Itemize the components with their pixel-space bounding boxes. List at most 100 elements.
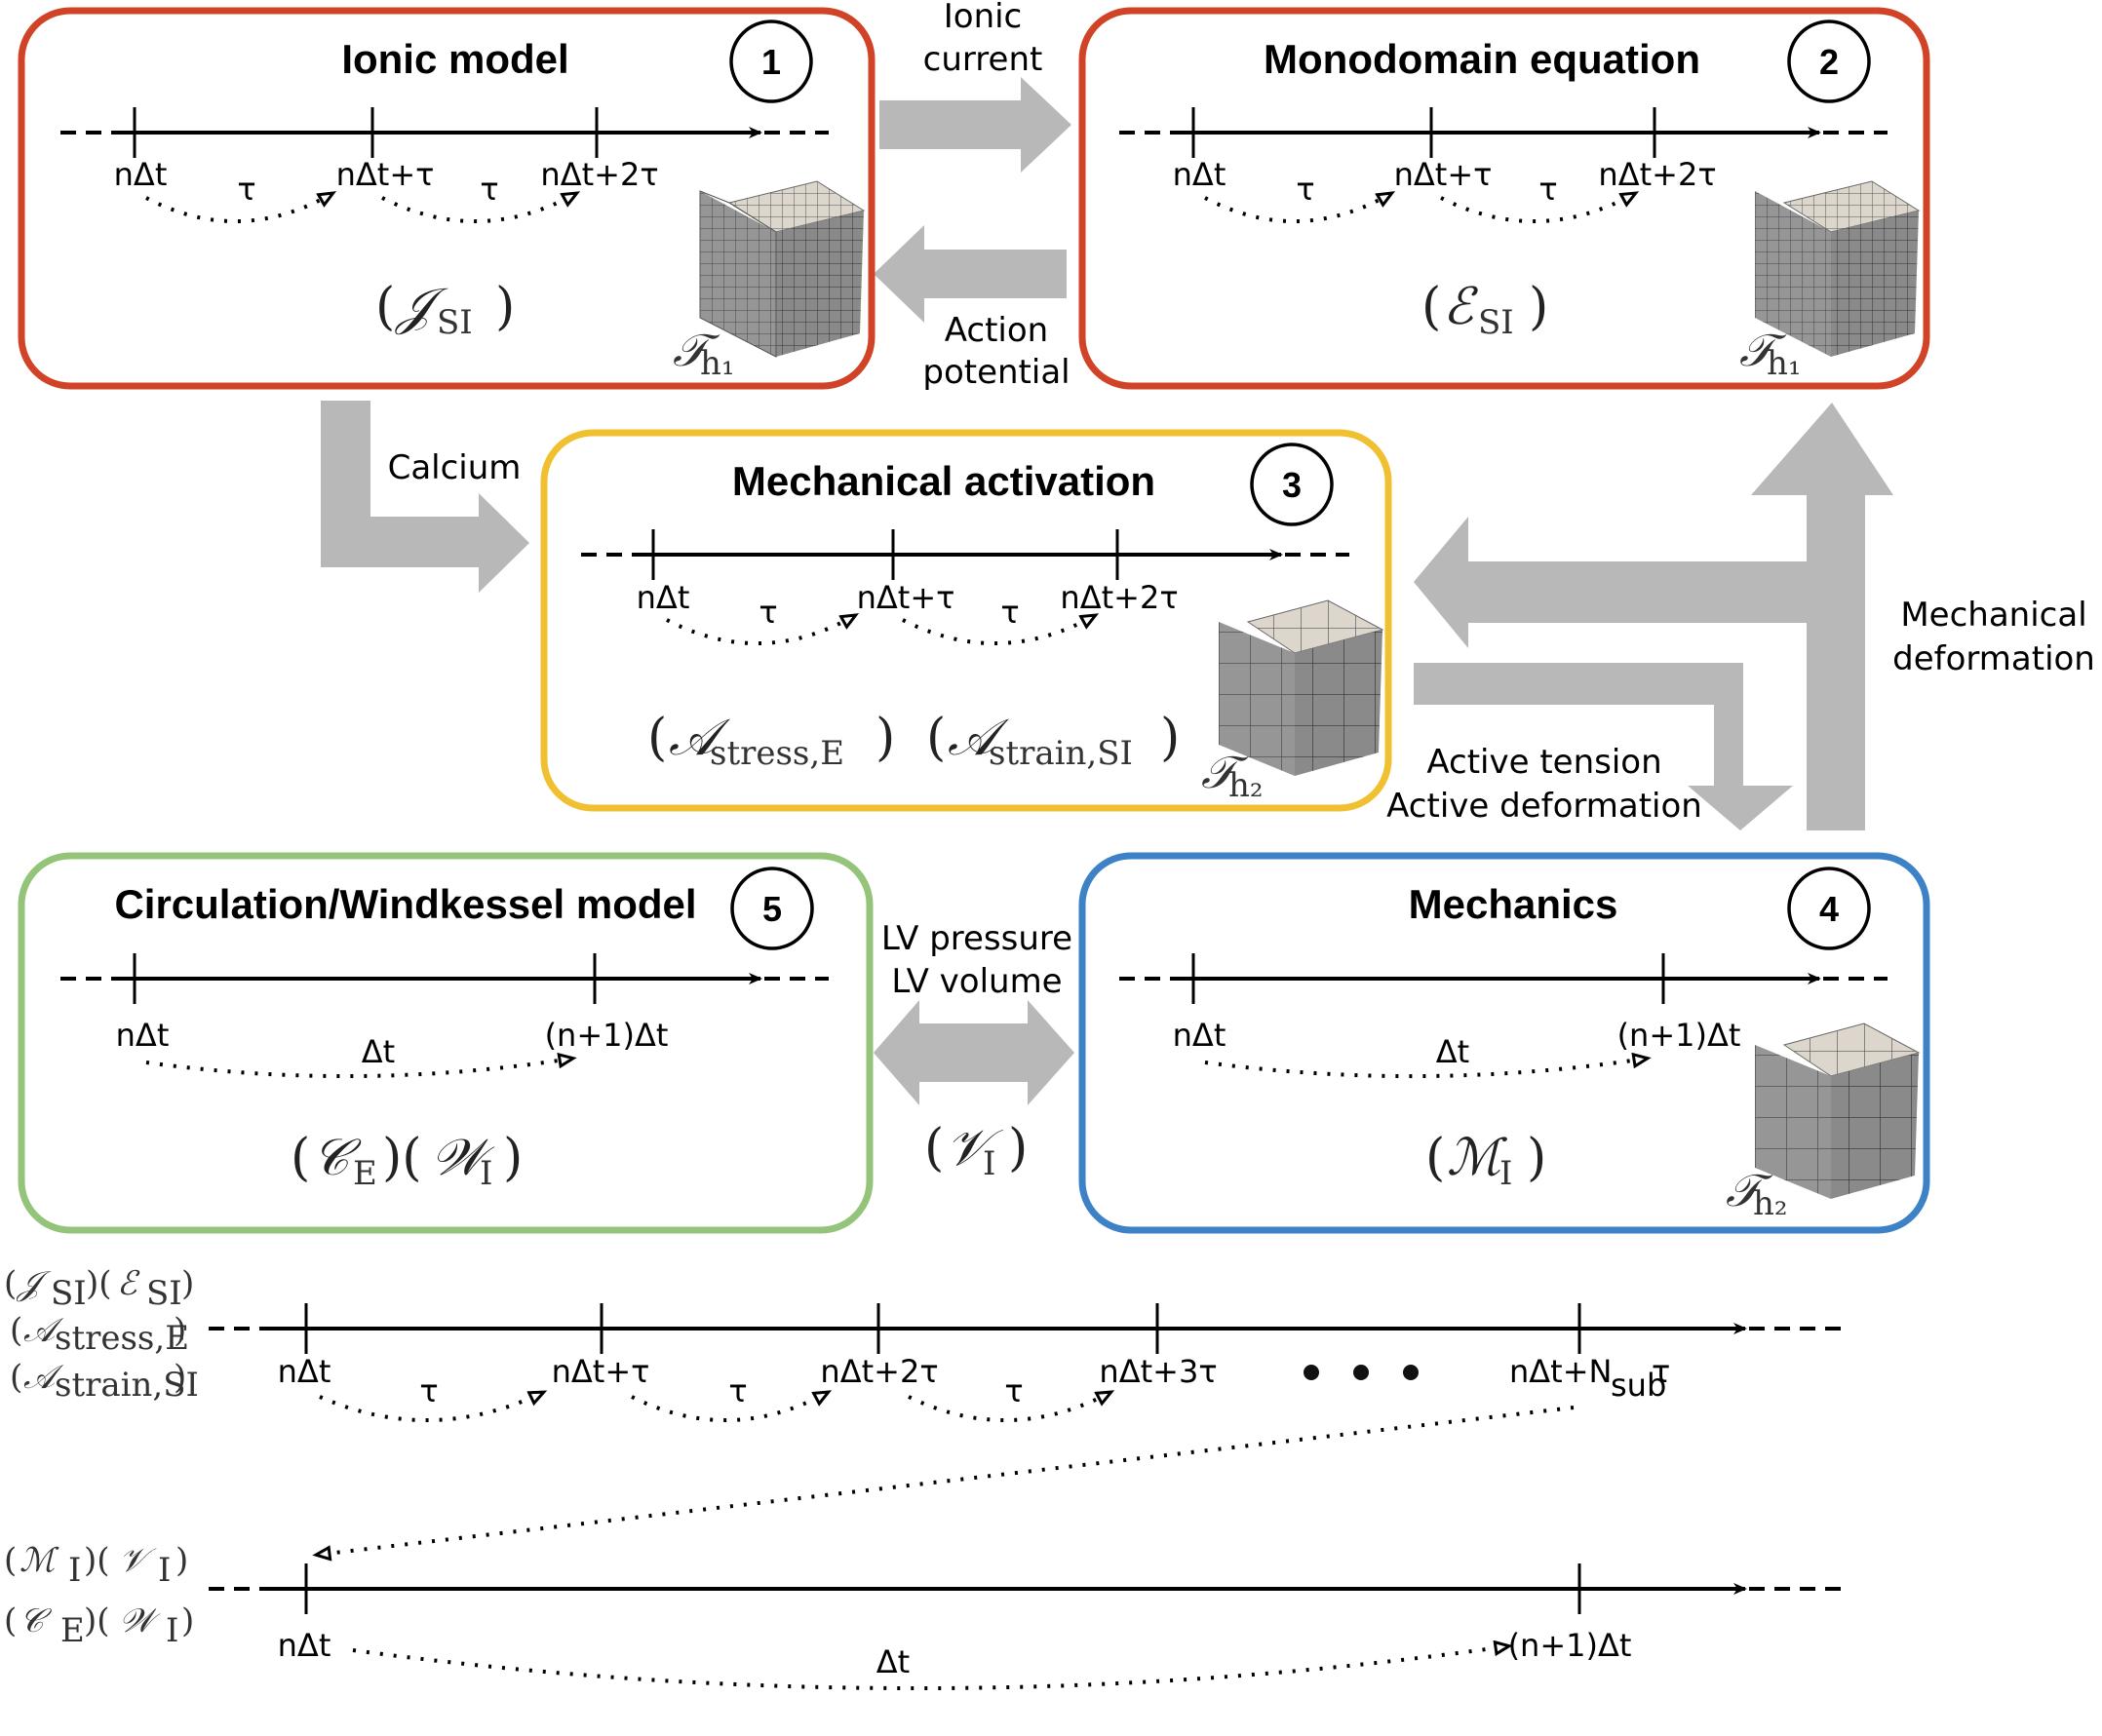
mechanical-activation-title: Mechanical activation	[732, 458, 1155, 504]
svg-text:deformation: deformation	[1892, 639, 2095, 678]
step-label: τ	[1296, 171, 1314, 208]
svg-text:): )	[181, 1264, 194, 1303]
ionic-tick-labels: nΔt nΔt+τ nΔt+2τ τ τ	[114, 156, 659, 208]
svg-text:potential: potential	[922, 353, 1070, 392]
svg-text:SI: SI	[146, 1274, 182, 1313]
svg-text:ℰ: ℰ	[117, 1264, 140, 1303]
tick-label: nΔt+τ	[552, 1353, 650, 1390]
svg-text:SI: SI	[51, 1274, 87, 1313]
tick-label-end: τ	[1652, 1353, 1670, 1390]
step-label: τ	[419, 1372, 438, 1409]
ionic-model-title: Ionic model	[341, 36, 568, 82]
svg-text:Active deformation: Active deformation	[1386, 787, 1702, 826]
svg-text:𝒲: 𝒲	[119, 1601, 161, 1640]
step-label: Δt	[876, 1643, 910, 1680]
tick-label: (n+1)Δt	[1617, 1017, 1741, 1054]
substep-arrow	[145, 194, 331, 224]
svg-text:(: (	[924, 1119, 944, 1177]
ionic-model-box	[18, 7, 876, 390]
fine-tick-labels: nΔt nΔt+τ nΔt+2τ nΔt+3τ nΔt+N sub τ τ τ …	[278, 1353, 1671, 1409]
svg-text:(: (	[375, 278, 395, 336]
tick-label: nΔt	[278, 1627, 331, 1664]
step-badge-4: 4	[1787, 867, 1871, 950]
step-label: τ	[480, 171, 498, 208]
svg-text:): )	[175, 1541, 188, 1580]
tick-label: nΔt+τ	[1394, 156, 1493, 193]
tick-label: nΔt+2τ	[540, 156, 658, 193]
substep-arrow	[145, 1059, 571, 1079]
svg-text:): )	[174, 1311, 186, 1350]
svg-text:(: (	[10, 1311, 22, 1350]
svg-text:LV volume: LV volume	[891, 962, 1062, 1001]
substep-arrow	[352, 1646, 1507, 1691]
svg-text:ℳ: ℳ	[19, 1541, 59, 1580]
sync-arrow	[318, 1406, 1575, 1555]
svg-text:(: (	[1425, 1129, 1445, 1187]
tick-label: nΔt	[637, 579, 690, 616]
svg-text:E: E	[60, 1611, 85, 1650]
monodomain-tick-labels: nΔt nΔt+τ nΔt+2τ τ τ	[1173, 156, 1717, 208]
mechanical-activation-box	[540, 429, 1392, 812]
svg-text:𝒥: 𝒥	[16, 1264, 52, 1303]
svg-text:Action: Action	[945, 311, 1048, 350]
mechanics-title: Mechanics	[1409, 881, 1618, 927]
svg-text:𝒱: 𝒱	[119, 1541, 157, 1580]
activation-equations: ( 𝒜 stress,E ) ( 𝒜 strain,SI )	[647, 709, 1180, 773]
lv-equation: ( 𝒱 I )	[924, 1119, 1028, 1183]
svg-text:Active tension: Active tension	[1426, 743, 1661, 782]
step-label: τ	[759, 594, 777, 631]
tick-label: nΔt+2τ	[1060, 579, 1178, 616]
tick-label: nΔt+3τ	[1099, 1353, 1217, 1390]
svg-text:ℳ: ℳ	[1447, 1129, 1507, 1187]
mesh-cube-h1	[699, 180, 866, 358]
tick-label: nΔt+τ	[857, 579, 955, 616]
tick-label: nΔt+N	[1509, 1353, 1612, 1390]
svg-text:I: I	[166, 1611, 178, 1650]
svg-text:3: 3	[1282, 465, 1302, 505]
svg-text:): )	[181, 1601, 194, 1640]
svg-text:h₁: h₁	[1767, 344, 1802, 383]
calcium-label: Calcium	[388, 448, 522, 487]
svg-text:(: (	[4, 1264, 17, 1303]
monodomain-equation: ( ℰ SI )	[1421, 278, 1548, 342]
svg-text:I: I	[158, 1551, 171, 1590]
substep-arrow	[1204, 194, 1390, 224]
svg-text:(: (	[4, 1601, 17, 1640]
active-tension-arrow	[1414, 663, 1793, 830]
lv-label: LV pressure LV volume	[881, 919, 1072, 1001]
svg-text:): )	[174, 1358, 186, 1397]
svg-text:)(: )(	[382, 1129, 422, 1187]
tick-label: nΔt	[278, 1353, 331, 1390]
tick-label: nΔt+τ	[336, 156, 435, 193]
svg-text:(: (	[1421, 278, 1441, 336]
svg-text:SI: SI	[1478, 303, 1514, 342]
tick-label: nΔt	[1173, 1017, 1226, 1054]
svg-text:I: I	[480, 1154, 492, 1193]
step-label: Δt	[1436, 1033, 1469, 1070]
svg-text:): )	[1160, 709, 1180, 767]
ellipsis-dots	[1304, 1365, 1419, 1380]
box-timelines	[60, 107, 1888, 1691]
circulation-tick-labels: nΔt (n+1)Δt Δt	[116, 1017, 669, 1070]
mesh-cube-h2	[1755, 1022, 1921, 1199]
mechanics-tick-labels: nΔt (n+1)Δt Δt	[1173, 1017, 1741, 1070]
svg-text:(: (	[4, 1541, 17, 1580]
tick-label: nΔt+2τ	[820, 1353, 938, 1390]
svg-text:Mechanical: Mechanical	[1900, 596, 2086, 635]
svg-text:): )	[495, 278, 515, 336]
svg-text:E: E	[353, 1154, 377, 1193]
svg-text:𝒞: 𝒞	[19, 1601, 53, 1640]
mesh-cube-h1	[1755, 180, 1921, 357]
circulation-title: Circulation/Windkessel model	[114, 881, 696, 927]
substep-arrow	[319, 1393, 542, 1422]
svg-text:(: (	[291, 1129, 310, 1187]
coarse-tick-labels: nΔt (n+1)Δt Δt	[278, 1627, 1632, 1680]
svg-text:strain,SI: strain,SI	[989, 734, 1133, 773]
coarse-timeline-legend: ( ℳ I )( 𝒱 I ) ( 𝒞 E )( 𝒲 I )	[4, 1541, 194, 1650]
mechanical-deformation-up-arrow	[1414, 517, 1807, 648]
svg-text:current: current	[923, 40, 1043, 79]
svg-text:I: I	[1499, 1154, 1512, 1193]
tick-label: nΔt	[116, 1017, 170, 1054]
svg-text:ℰ: ℰ	[1443, 278, 1478, 336]
